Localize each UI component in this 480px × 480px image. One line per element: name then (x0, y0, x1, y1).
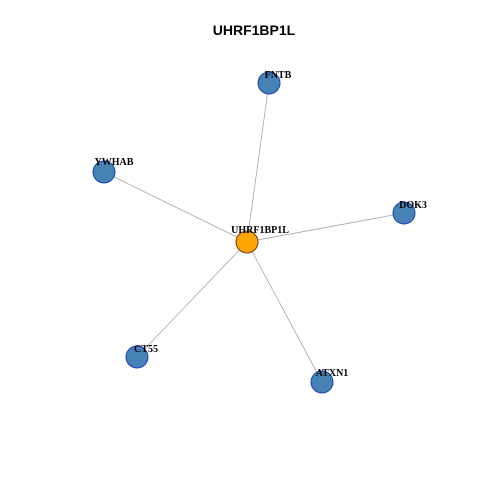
edges-layer (103, 82, 405, 383)
edge-uhrf1bp1l-atxn1 (246, 241, 323, 383)
node-atxn1 (310, 370, 334, 394)
nodes-layer (92, 71, 416, 394)
node-label-atxn1: ATXN1 (316, 368, 349, 379)
node-label-ywhab: YWHAB (95, 157, 134, 168)
node-ct55 (125, 345, 149, 369)
node-fntb (257, 71, 281, 95)
node-label-uhrf1bp1l: UHRF1BP1L (231, 225, 289, 236)
edge-uhrf1bp1l-fntb (246, 82, 270, 243)
node-dok3 (392, 201, 416, 225)
node-uhrf1bp1l (235, 230, 259, 254)
node-label-ct55: CT55 (134, 344, 158, 355)
node-label-dok3: DOK3 (399, 200, 427, 211)
diagram-title: UHRF1BP1L (213, 22, 296, 38)
edge-uhrf1bp1l-ywhab (103, 171, 248, 243)
edge-uhrf1bp1l-dok3 (246, 212, 405, 243)
node-ywhab (92, 160, 116, 184)
node-label-fntb: FNTB (265, 70, 292, 81)
edge-uhrf1bp1l-ct55 (136, 241, 248, 358)
